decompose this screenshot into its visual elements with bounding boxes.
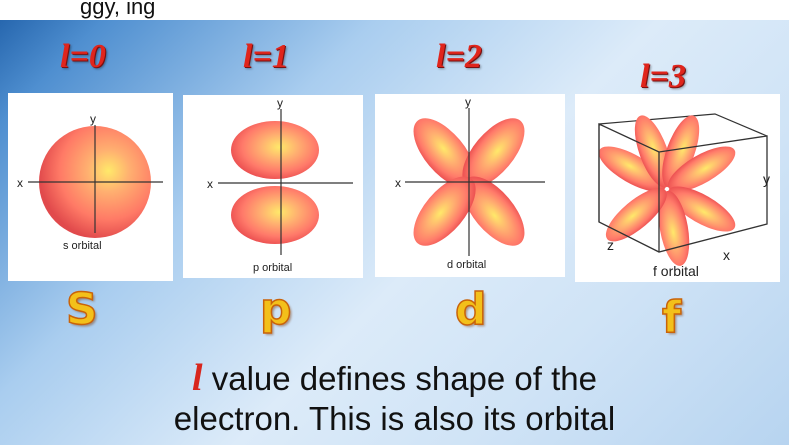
p-caption: p orbital (253, 262, 292, 274)
top-fragment-text: ggy, ing (80, 0, 156, 19)
f-lobe-6 (658, 190, 690, 266)
s-x-label: x (17, 176, 23, 190)
l-symbol: l (191, 357, 203, 399)
s-caption: s orbital (63, 240, 102, 252)
f-orbital-panel: y x z f orbital (575, 94, 780, 282)
d-caption: d orbital (447, 259, 486, 271)
p-y-label: y (277, 96, 283, 110)
f-lobe-4 (667, 146, 736, 192)
s-y-label: y (90, 112, 96, 126)
caption-line-1-text: value defines shape of the (202, 360, 597, 397)
f-z-label: z (607, 237, 614, 253)
p-lobe-bottom (231, 186, 319, 244)
l-label-1: l=1 (243, 38, 289, 75)
l-label-0: l=0 (60, 38, 106, 75)
f-lobe-3 (662, 115, 700, 188)
d-y-label: y (465, 95, 471, 109)
p-lobe-top (231, 121, 319, 179)
f-lobe-7 (605, 188, 667, 242)
letter-f: f (661, 291, 682, 344)
l-label-2: l=2 (436, 38, 482, 75)
f-orbital-diagram: y x z f orbital (598, 113, 770, 279)
d-lobe-upper-right (462, 118, 525, 188)
letter-d: d (454, 283, 487, 336)
f-x-label: x (723, 247, 730, 263)
f-y-label: y (763, 171, 770, 187)
letter-p: p (259, 283, 292, 336)
p-x-label: x (207, 177, 213, 191)
d-orbital-panel: x y d orbital (375, 94, 565, 277)
s-orbital-panel: x y s orbital (8, 93, 173, 281)
d-lobe-lower-right (462, 176, 525, 246)
d-orbital-diagram: x y d orbital (395, 95, 545, 271)
f-lobe-1 (598, 146, 667, 192)
top-fragment-strip: ggy, ing (0, 0, 789, 20)
letter-s: S (65, 283, 98, 336)
l-label-3: l=3 (640, 58, 686, 95)
d-lobe-upper-left (413, 118, 476, 188)
d-lobe-lower-left (413, 176, 476, 246)
caption-line-1: l value defines shape of the (0, 356, 789, 400)
s-orbital-diagram: x y s orbital (17, 112, 163, 252)
f-caption: f orbital (653, 263, 699, 279)
d-x-label: x (395, 176, 401, 190)
p-orbital-panel: x y p orbital (183, 95, 363, 278)
f-lobe-5 (667, 186, 736, 232)
p-orbital-diagram: x y p orbital (207, 96, 353, 274)
caption-line-2: electron. This is also its orbital (173, 400, 616, 437)
